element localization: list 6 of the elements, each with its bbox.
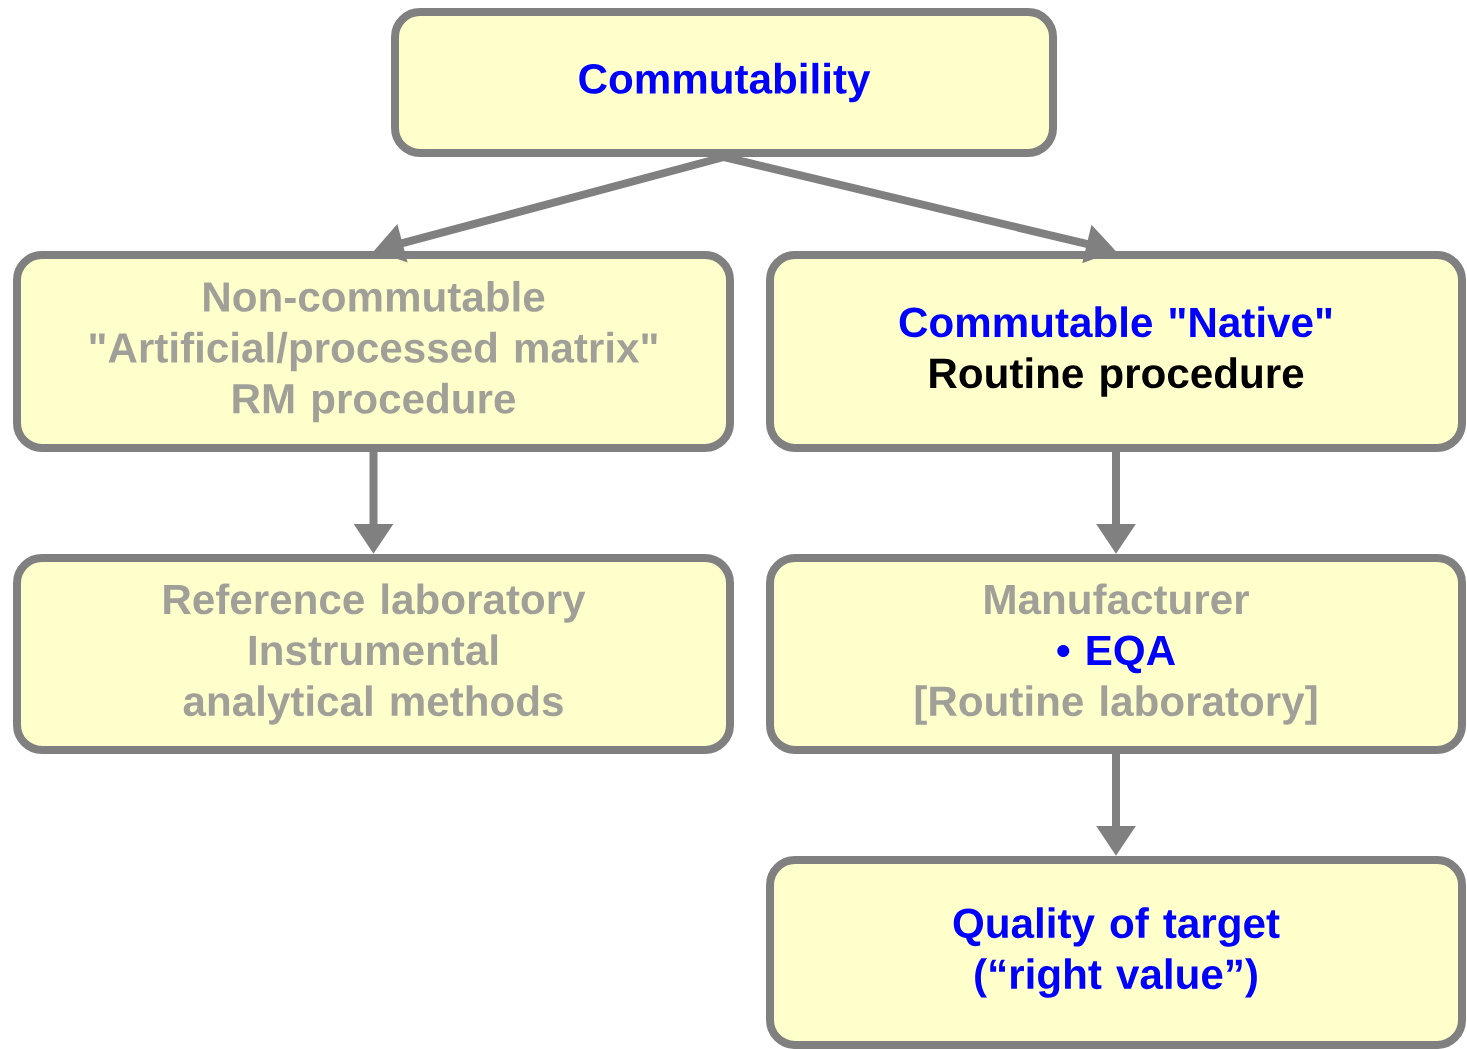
process-box: Non-commutable "Artificial/processed matrix" RM procedure [13,251,734,452]
process-box: Commutability [391,8,1057,157]
process-box: Commutable "Native" Routine procedure [766,251,1466,452]
process-box: Manufacturer • EQA [Routine laboratory] [766,554,1466,754]
process-box: Quality of target (“right value”) [766,856,1466,1049]
process-box: Reference laboratory Instrumental analytical methods [13,554,734,754]
